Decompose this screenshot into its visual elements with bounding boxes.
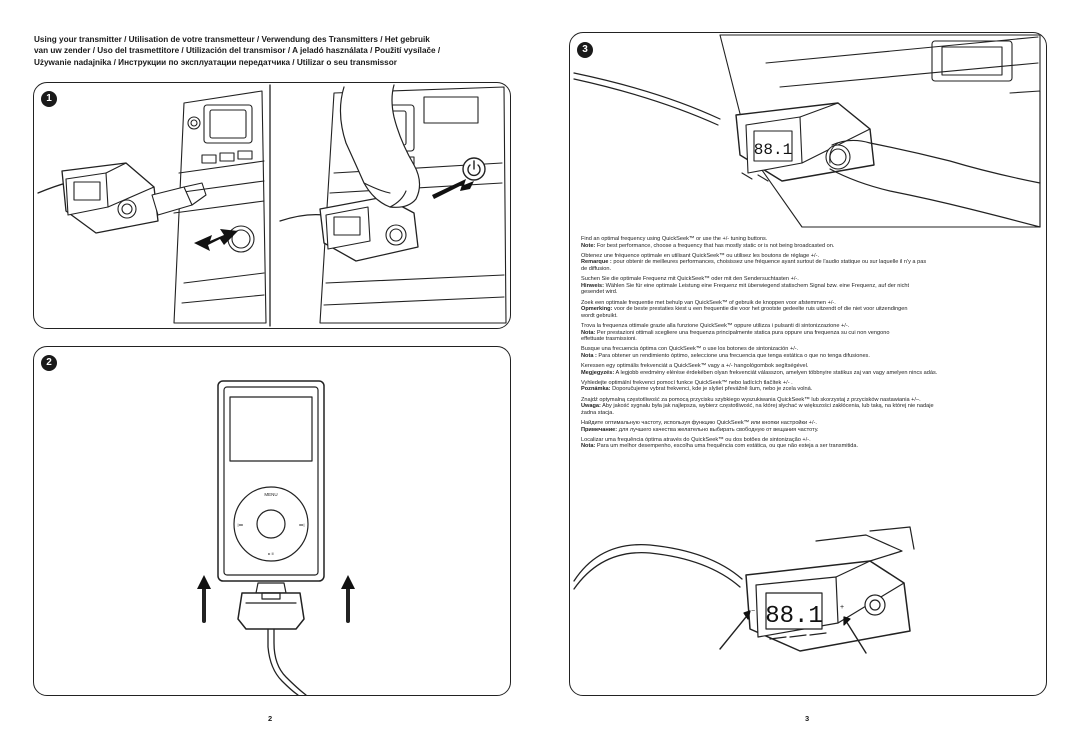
note-text: de diffusion. (581, 265, 612, 272)
instruction-main: Zoek een optimale frequentie met behulp … (581, 299, 836, 306)
instruction-block: Vyhledejte optimální frekvenci pomocí fu… (581, 380, 1031, 393)
note-label: Nota: (581, 443, 596, 450)
instruction-note: Poznámka: Doporučujeme vybrat frekvenci,… (581, 386, 1031, 393)
note-label: Uwaga: (581, 403, 601, 410)
note-text: For best performance, choose a frequency… (596, 242, 835, 249)
instruction-note: Uwaga: Aby jakość sygnału była jak najle… (581, 403, 1031, 410)
svg-text:▸ II: ▸ II (268, 551, 273, 556)
menu-label: MENU (264, 492, 277, 497)
instruction-note: Opmerking: voor de beste prestaties kies… (581, 306, 1031, 313)
instruction-main: Localizar uma frequência óptima através … (581, 436, 811, 443)
instruction-block: Znajdź optymalną częstotliwość za pomocą… (581, 397, 1031, 417)
note-text: Para obtener un rendimiento óptimo, sele… (598, 352, 870, 359)
instruction-main: Obtenez une fréquence optimale en utilis… (581, 252, 820, 259)
instruction-note: Nota: Per prestazioni ottimali scegliere… (581, 330, 1031, 337)
multilingual-heading: Using your transmitter / Utilisation de … (34, 34, 514, 68)
heading-line: Używanie nadajnika / Инструкции по экспл… (34, 57, 397, 67)
note-text: Aby jakość sygnału była jak najlepsza, w… (602, 403, 934, 410)
svg-text:−: − (751, 608, 755, 615)
instruction-note: Примечание: для лучшего качества желател… (581, 427, 1031, 434)
step-3-panel: 3 88.1 88.1 − (569, 32, 1047, 696)
heading-line: van uw zender / Uso del trasmettitore / … (34, 46, 441, 56)
svg-text:|◂◂: |◂◂ (237, 522, 242, 527)
instruction-main: Trova la frequenza ottimale grazie alla … (581, 322, 850, 329)
note-label: Poznámka: (581, 386, 611, 393)
instruction-main: Vyhledejte optimální frekvenci pomocí fu… (581, 379, 793, 386)
heading-line: Using your transmitter / Utilisation de … (34, 35, 430, 44)
instruction-note: Nota : Para obtener un rendimiento óptim… (581, 353, 1031, 360)
instruction-main: Busque una frecuencia óptima con QuickSe… (581, 346, 799, 353)
instruction-block: Find an optimal frequency using QuickSee… (581, 236, 1031, 249)
step-2-illustration: MENU |◂◂ ▸▸| ▸ II (197, 380, 355, 695)
note-text: Wählen Sie für eine optimale Leistung ei… (605, 282, 910, 289)
note-text: voor de beste prestaties kiest u een fre… (613, 306, 908, 313)
instruction-note: Note: For best performance, choose a fre… (581, 243, 1031, 250)
step-2-badge: 2 (41, 355, 57, 371)
note-label: Nota: (581, 329, 596, 336)
instruction-main: Suchen Sie die optimale Frequenz mit Qui… (581, 276, 799, 283)
note-label: Note: (581, 242, 596, 249)
instruction-note: Remarque : pour obtenir de meilleures pe… (581, 259, 1031, 266)
step-3-top-illustration: 88.1 (573, 34, 1041, 228)
note-text: Para um melhor desempenho, escolha uma f… (596, 443, 859, 450)
instruction-block: Suchen Sie die optimale Frequenz mit Qui… (581, 276, 1031, 296)
note-text: wordt gebruikt. (581, 312, 618, 319)
instruction-main: Найдите оптимальную частоту, используя ф… (581, 420, 817, 426)
multilingual-instructions: Find an optimal frequency using QuickSee… (581, 236, 1031, 454)
note-text: для лучшего качества желательно выбирать… (618, 426, 819, 433)
note-text: pour obtenir de meilleures performances,… (613, 259, 927, 266)
instruction-block: Trova la frequenza ottimale grazie alla … (581, 323, 1031, 343)
instruction-block: Obtenez une fréquence optimale en utilis… (581, 253, 1031, 273)
svg-text:▸▸|: ▸▸| (299, 522, 304, 527)
instruction-main: Find an optimal frequency using QuickSee… (581, 236, 768, 242)
svg-text:88.1: 88.1 (754, 141, 792, 159)
step-2-panel: 2 MENU |◂◂ ▸▸| ▸ II (33, 346, 511, 696)
note-text: Per prestazioni ottimali scegliere una f… (596, 329, 890, 336)
instruction-main: Znajdź optymalną częstotliwość za pomocą… (581, 396, 921, 403)
instruction-note: Megjegyzés: A legjobb eredmény elérése é… (581, 370, 1031, 377)
instruction-block: Zoek een optimale frequentie met behulp … (581, 300, 1031, 320)
note-text: żadna stacja. (581, 409, 614, 416)
instruction-block: Keressen egy optimális frekvenciát a Qui… (581, 363, 1031, 376)
instruction-block: Найдите оптимальную частоту, используя ф… (581, 420, 1031, 433)
note-label: Megjegyzés: (581, 369, 615, 376)
step-1-panel: 1 (33, 82, 511, 329)
note-label: Remarque : (581, 259, 612, 266)
instruction-block: Localizar uma frequência óptima através … (581, 437, 1031, 450)
note-text: A legjobb eredmény elérése érdekében oly… (615, 369, 938, 376)
instruction-block: Busque una frecuencia óptima con QuickSe… (581, 346, 1031, 359)
note-label: Opmerking: (581, 306, 613, 313)
note-label: Примечание: (581, 426, 618, 433)
instruction-main: Keressen egy optimális frekvenciát a Qui… (581, 363, 809, 370)
page-number-left: 2 (268, 714, 273, 723)
note-text: effettuate trasmissioni. (581, 336, 637, 343)
step-3-badge: 3 (577, 42, 593, 58)
note-label: Hinweis: (581, 282, 605, 289)
instruction-note: Hinweis: Wählen Sie für eine optimale Le… (581, 283, 1031, 290)
frequency-display: 88.1 (765, 603, 823, 630)
note-text: gesendet wird. (581, 289, 618, 296)
step-3-bottom-illustration: 88.1 − + (573, 526, 915, 654)
instruction-note: Nota: Para um melhor desempenho, escolha… (581, 443, 1031, 450)
step-1-illustration (37, 84, 507, 327)
svg-text:+: + (840, 604, 844, 611)
step-1-badge: 1 (41, 91, 57, 107)
page-number-right: 3 (805, 714, 810, 723)
note-text: Doporučujeme vybrat frekvenci, kde je sl… (612, 386, 813, 393)
note-label: Nota : (581, 352, 597, 359)
